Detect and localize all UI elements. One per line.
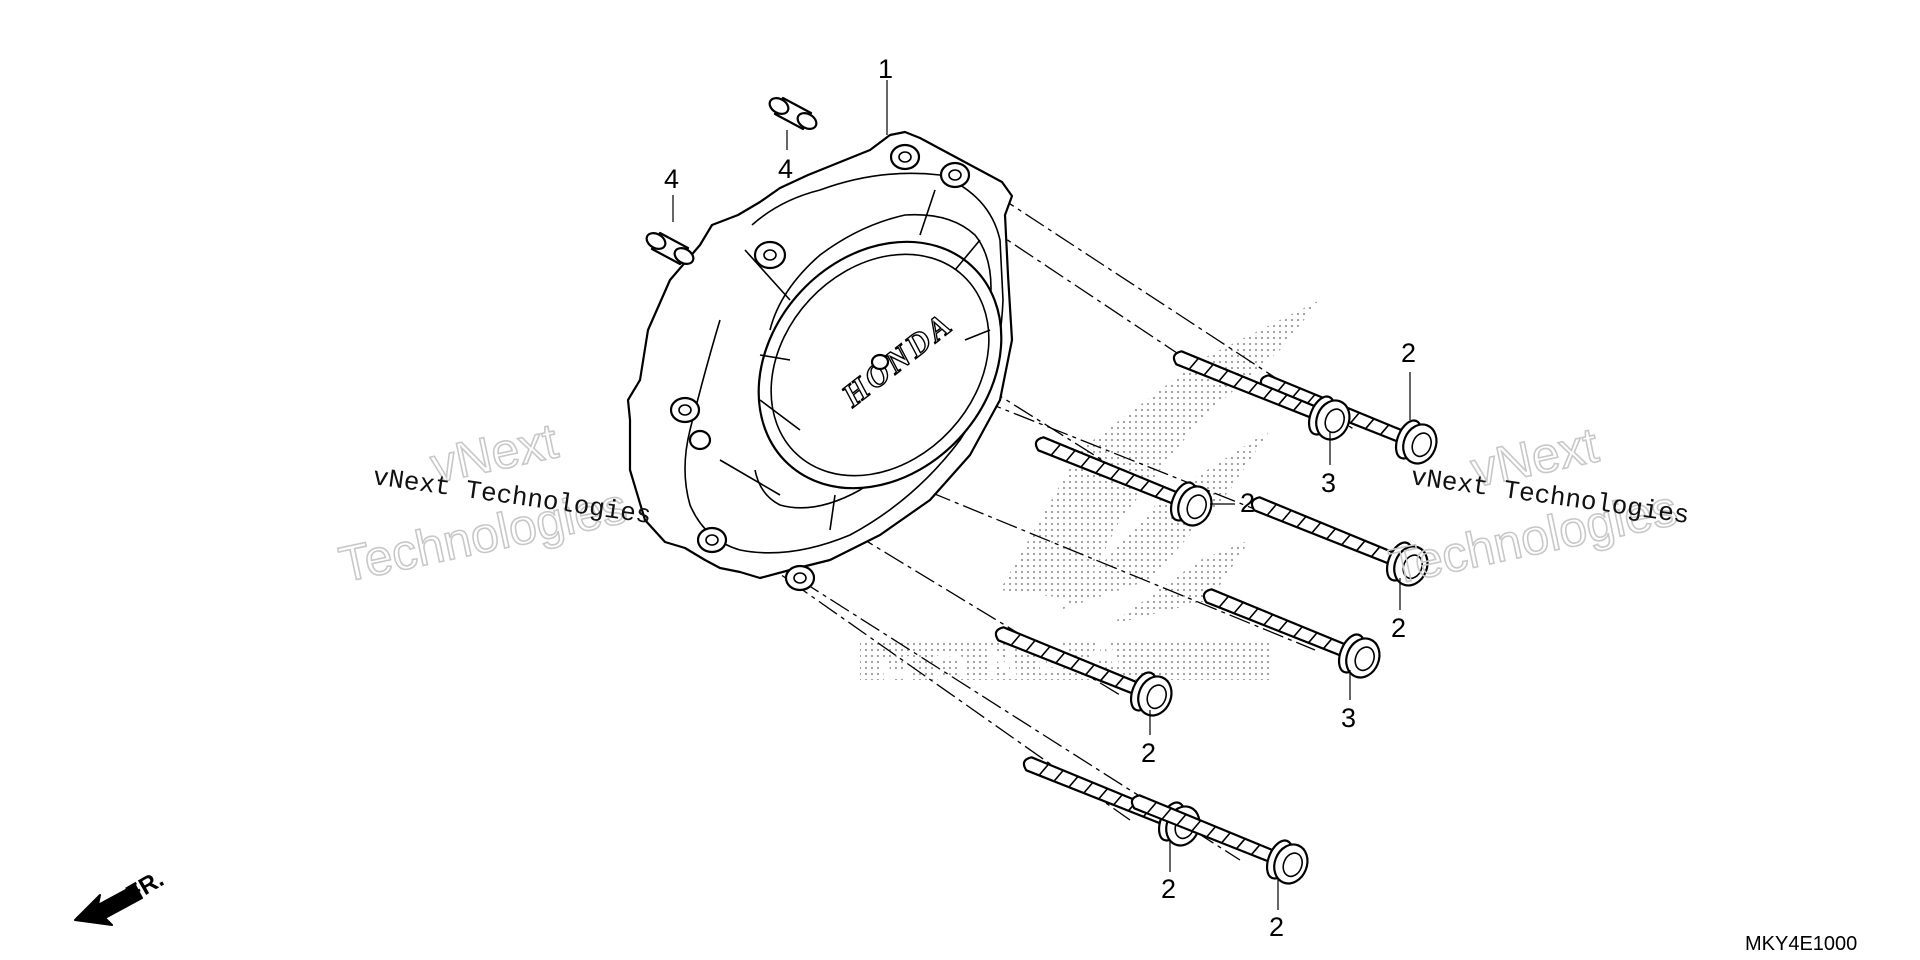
callout-2-center-low: 2 — [1141, 738, 1156, 768]
diagram-code: MKY4E1000 — [1745, 933, 1857, 955]
leader-lines — [672, 80, 1411, 910]
bolt-2-bottom-right — [1123, 780, 1315, 890]
callout-4-lower: 4 — [664, 164, 679, 194]
callout-1: 1 — [878, 54, 893, 84]
callout-2-middle: 2 — [1240, 488, 1255, 518]
callout-2-bottom-right: 2 — [1269, 912, 1284, 942]
front-direction-arrow: FR. — [74, 865, 168, 926]
callout-2-bottom-left: 2 — [1161, 874, 1176, 904]
callout-4-upper: 4 — [778, 154, 793, 184]
callout-2-top-right: 2 — [1401, 338, 1416, 368]
callout-3-lower: 3 — [1341, 703, 1356, 733]
generator-cover: HONDA — [626, 130, 1014, 592]
dowel-pin-lower — [645, 231, 695, 266]
dowel-pin-upper — [768, 96, 818, 131]
callout-2-right: 2 — [1391, 613, 1406, 643]
bolt-2-bottom-left — [1015, 742, 1207, 852]
callout-3-top: 3 — [1321, 468, 1336, 498]
callout-labels: 1 4 4 2 3 2 2 3 2 2 2 — [664, 54, 1416, 942]
